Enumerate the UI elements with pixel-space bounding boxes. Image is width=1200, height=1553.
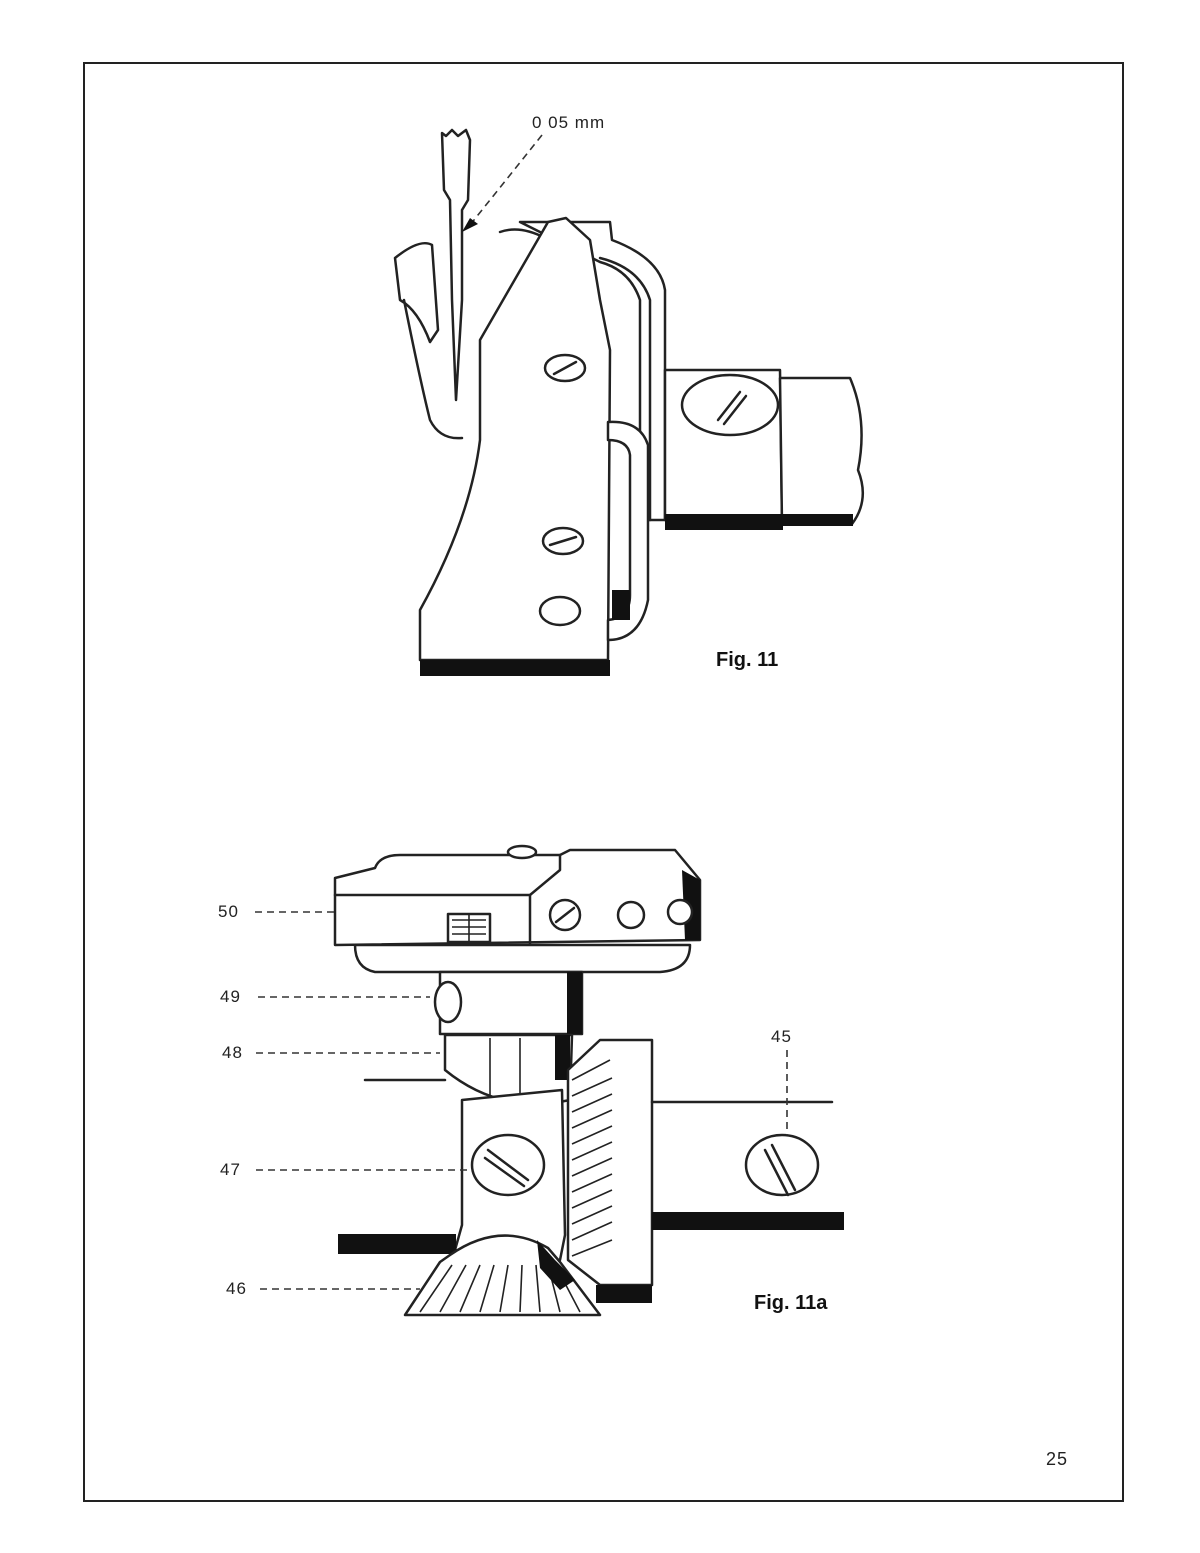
top-bracket <box>333 848 702 947</box>
screw-middle-slot <box>548 535 578 547</box>
screw-upper-slot <box>552 360 578 376</box>
clearance-leader <box>469 134 543 226</box>
shaft-48-shadow <box>555 1035 570 1080</box>
collar-49-shadow <box>567 972 582 1034</box>
bevel-gear-shadow <box>537 1240 575 1290</box>
loop-shadow <box>612 590 630 620</box>
base-shadow <box>420 660 610 676</box>
bracket-underside <box>353 943 692 974</box>
bracket-edge <box>528 853 562 897</box>
page-number: 25 <box>1046 1449 1069 1469</box>
bracket-screw-1-slot <box>554 906 576 924</box>
screw-47-slot <box>483 1148 530 1188</box>
needle <box>440 128 472 402</box>
screw-lower <box>538 595 582 627</box>
fig-11a-caption: Fig. 11a <box>754 1292 828 1314</box>
clearance-arrowhead <box>462 218 478 232</box>
hook-curve <box>402 298 464 440</box>
shaft-shadow <box>783 514 853 526</box>
hook-body <box>418 216 612 662</box>
fig-11-drawing <box>393 128 865 676</box>
gear-45-shadow <box>596 1285 652 1303</box>
side-loop <box>606 420 650 642</box>
base-plate-shadow <box>338 1234 456 1254</box>
callout-47: 47 <box>220 1160 241 1179</box>
collar-49 <box>438 970 584 1036</box>
bracket-screw-3 <box>666 898 694 926</box>
bevel-gear-46 <box>403 1234 602 1317</box>
collar-shadow <box>665 514 783 530</box>
callout-50: 50 <box>218 902 239 921</box>
callout-49: 49 <box>220 987 241 1006</box>
collar-49-screw <box>433 980 463 1024</box>
callout-45: 45 <box>771 1027 792 1046</box>
bracket-inner-line <box>598 256 652 522</box>
collar-screw-slot <box>716 390 748 426</box>
bracket-knob <box>506 844 538 860</box>
gear-45-teeth <box>571 1059 613 1257</box>
page-frame <box>83 62 1124 1502</box>
fig-11-caption: Fig. 11 <box>716 649 779 671</box>
arm-shadow <box>652 1212 844 1230</box>
callout-48: 48 <box>222 1043 243 1062</box>
gear-45-face <box>566 1038 654 1287</box>
fig-11a-drawing <box>255 844 844 1317</box>
bracket-screw-2 <box>616 900 646 930</box>
callout-46: 46 <box>226 1279 247 1298</box>
shaft <box>778 376 865 526</box>
shaft-48-lines <box>489 1038 521 1100</box>
clearance-label: 0 05 mm <box>532 113 606 132</box>
spring-screw-threads <box>452 914 486 942</box>
screw-45-slot <box>763 1143 797 1197</box>
hook-tip <box>393 241 440 344</box>
bevel-gear-46-teeth <box>419 1264 581 1313</box>
